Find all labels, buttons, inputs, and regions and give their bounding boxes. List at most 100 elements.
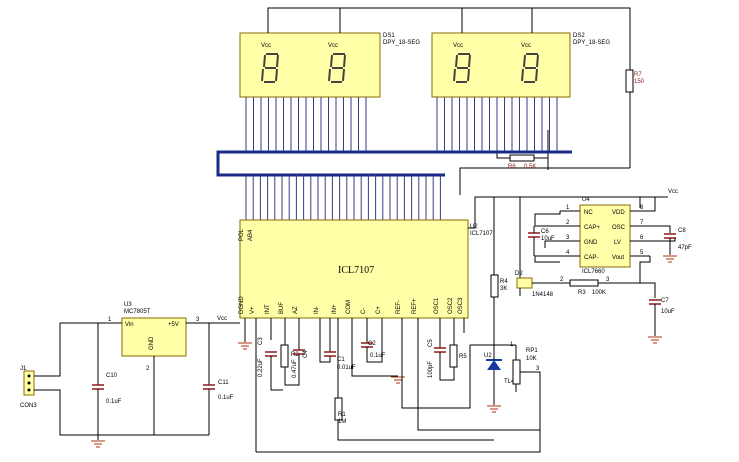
icl7107-bottom-pin-label: OSC3 bbox=[458, 297, 464, 314]
c5-ref: C5 bbox=[428, 339, 434, 347]
c4-value: 0.47uF bbox=[292, 359, 298, 378]
r6-value: 0.5K bbox=[524, 164, 536, 170]
capacitor-c10: C10 0.1uF bbox=[91, 323, 122, 448]
icl7107-label: ICL7107 bbox=[338, 265, 374, 276]
icl7660-pin-osc: OSC bbox=[612, 225, 626, 231]
reg-pin-in: 1 bbox=[108, 317, 112, 323]
svg-text:7: 7 bbox=[640, 220, 644, 226]
icl7660-body bbox=[579, 204, 631, 268]
icl7107-top-legs bbox=[245, 175, 441, 220]
c1-value: 0.01uF bbox=[337, 365, 356, 371]
r6-ref: R6 bbox=[508, 164, 516, 170]
icl7107-bottom-pin-label: REF- bbox=[396, 300, 402, 314]
regulator-ref: U3 bbox=[124, 302, 132, 308]
r3-value: 100K bbox=[592, 290, 606, 296]
reg-pin-gnd: 2 bbox=[146, 366, 150, 372]
icl7107-bottom-pin-label: REF+ bbox=[412, 298, 418, 314]
r1-ref: R1 bbox=[338, 412, 346, 418]
svg-text:Vcc: Vcc bbox=[453, 43, 463, 49]
svg-text:3: 3 bbox=[606, 277, 610, 283]
c5-value: 100pF bbox=[428, 361, 434, 378]
regulator-vout: +5V bbox=[168, 322, 179, 328]
regulator-vin: Vin bbox=[125, 322, 134, 328]
icl7660-part: ICL7660 bbox=[582, 269, 605, 275]
svg-text:8: 8 bbox=[640, 205, 644, 211]
resistor-r3: R3 100K 2 3 bbox=[532, 256, 651, 296]
regulator-part: MC7805T bbox=[124, 309, 151, 315]
c2-ref: C2 bbox=[368, 341, 376, 347]
icl7660-pin-vdd: VDD bbox=[612, 210, 625, 216]
capacitor-c11: C11 0.1uF bbox=[203, 323, 234, 435]
osc-resistor-label: R5 bbox=[459, 354, 467, 360]
icl7107-bottom-pin-label: AZ bbox=[293, 306, 299, 314]
icl7107-bottom-pin-label: BUF bbox=[279, 302, 285, 314]
icl7107-bottom-pin-label: DGND bbox=[239, 296, 245, 314]
regulator-gnd: GND bbox=[149, 336, 155, 350]
potentiometer-rp1: RP1 10K 3 1 bbox=[417, 318, 541, 431]
display-ds2-digit-2: Vcc bbox=[521, 43, 539, 83]
c10-ref: C10 bbox=[106, 373, 118, 379]
r2-label: R2 bbox=[291, 352, 299, 358]
c11-value: 0.1uF bbox=[218, 395, 234, 401]
regulator-body bbox=[121, 317, 187, 357]
icl7107-body bbox=[239, 219, 469, 319]
icl7660-pin-capplus: CAP+ bbox=[584, 225, 600, 231]
c2-value: 0.1uF bbox=[370, 353, 386, 359]
c11-ref: C11 bbox=[218, 380, 229, 386]
c3-ref-val: 0.22uF bbox=[258, 358, 264, 377]
d2-ref: D2 bbox=[515, 271, 523, 277]
icl7660-chip: U4 ICL7660 NC CAP+ GND CAP- VDD OSC LV V… bbox=[534, 197, 676, 275]
svg-text:2: 2 bbox=[560, 277, 564, 283]
svg-text:5: 5 bbox=[640, 250, 644, 256]
tl431-ref: U2 bbox=[484, 353, 492, 359]
r4-ref: R4 bbox=[500, 279, 508, 285]
icl7107-bottom-pin-label: C- bbox=[361, 308, 367, 314]
resistor-r7: R7 150 bbox=[459, 69, 645, 195]
icl7107-bottom-pin-label: COM bbox=[346, 300, 352, 314]
j1-ref: J1 bbox=[20, 366, 27, 372]
vcc-label-reg: Vcc bbox=[217, 316, 227, 322]
icl7107-pin-pol: POL bbox=[239, 228, 245, 241]
c6-ref: C6 bbox=[541, 229, 549, 235]
svg-text:Vcc: Vcc bbox=[521, 43, 531, 49]
svg-text:3: 3 bbox=[536, 366, 540, 372]
c8-value: 47pF bbox=[678, 245, 692, 251]
svg-text:Vcc: Vcc bbox=[328, 43, 338, 49]
capacitor-c6: C6 10uF bbox=[528, 226, 555, 256]
c7-ref: C7 bbox=[661, 298, 669, 304]
icl7660-ref: U4 bbox=[582, 197, 590, 203]
icl7107-bottom-pin-label: IN- bbox=[314, 306, 320, 314]
resistor-r4: R4 3K bbox=[490, 197, 508, 345]
d2-value: 1N4148 bbox=[532, 292, 554, 298]
icl7107-bottom-pin-label: OSC1 bbox=[434, 297, 440, 314]
icl7107-bottom-pin-label: OSC2 bbox=[448, 297, 454, 314]
icl7107-pin-ab4: AB4 bbox=[248, 229, 254, 241]
vcc-label-top: Vcc bbox=[668, 189, 678, 195]
icl7107-part: ICL7107 bbox=[470, 231, 493, 237]
c4-ref: C4 bbox=[303, 350, 309, 358]
icl7107-bottom-pin-label: IN+ bbox=[332, 304, 338, 314]
icl7107-bottom-pin-label: C+ bbox=[376, 306, 382, 314]
svg-text:1: 1 bbox=[566, 205, 570, 211]
display-ds1-digit-2: Vcc bbox=[328, 43, 346, 83]
r3-ref: R3 bbox=[578, 290, 586, 296]
c1-ref: C1 bbox=[337, 357, 345, 363]
svg-text:4: 4 bbox=[566, 250, 570, 256]
display-ds2-type: DPY_18-SEG bbox=[573, 40, 610, 46]
display-ds1-type: DPY_18-SEG bbox=[383, 40, 420, 46]
icl7660-pin-capminus: CAP- bbox=[584, 255, 598, 261]
svg-text:2: 2 bbox=[566, 220, 570, 226]
display-ds1-digit-1: Vcc bbox=[261, 43, 279, 83]
icl7660-pin-nc: NC bbox=[584, 210, 593, 216]
capacitor-c7: C7 10uF bbox=[640, 282, 675, 344]
display-ds1-ref: DS1 bbox=[383, 33, 395, 39]
icl7107-analog-section: 0.22uF C3 R2 0.47uF C4 C1 0.01uF R1 1M C… bbox=[238, 318, 541, 453]
c8-ref: C8 bbox=[678, 228, 686, 234]
icl7660-pin-lv: LV bbox=[614, 240, 621, 246]
icl7660-pin-vout: Vout bbox=[612, 255, 624, 261]
regulator-u3: U3 MC7805T Vin +5V GND 1 3 2 Vcc bbox=[60, 302, 240, 435]
c7-value: 10uF bbox=[661, 309, 675, 315]
display-ds2: Vcc Vcc DS2 DPY_18-SEG bbox=[431, 32, 610, 98]
